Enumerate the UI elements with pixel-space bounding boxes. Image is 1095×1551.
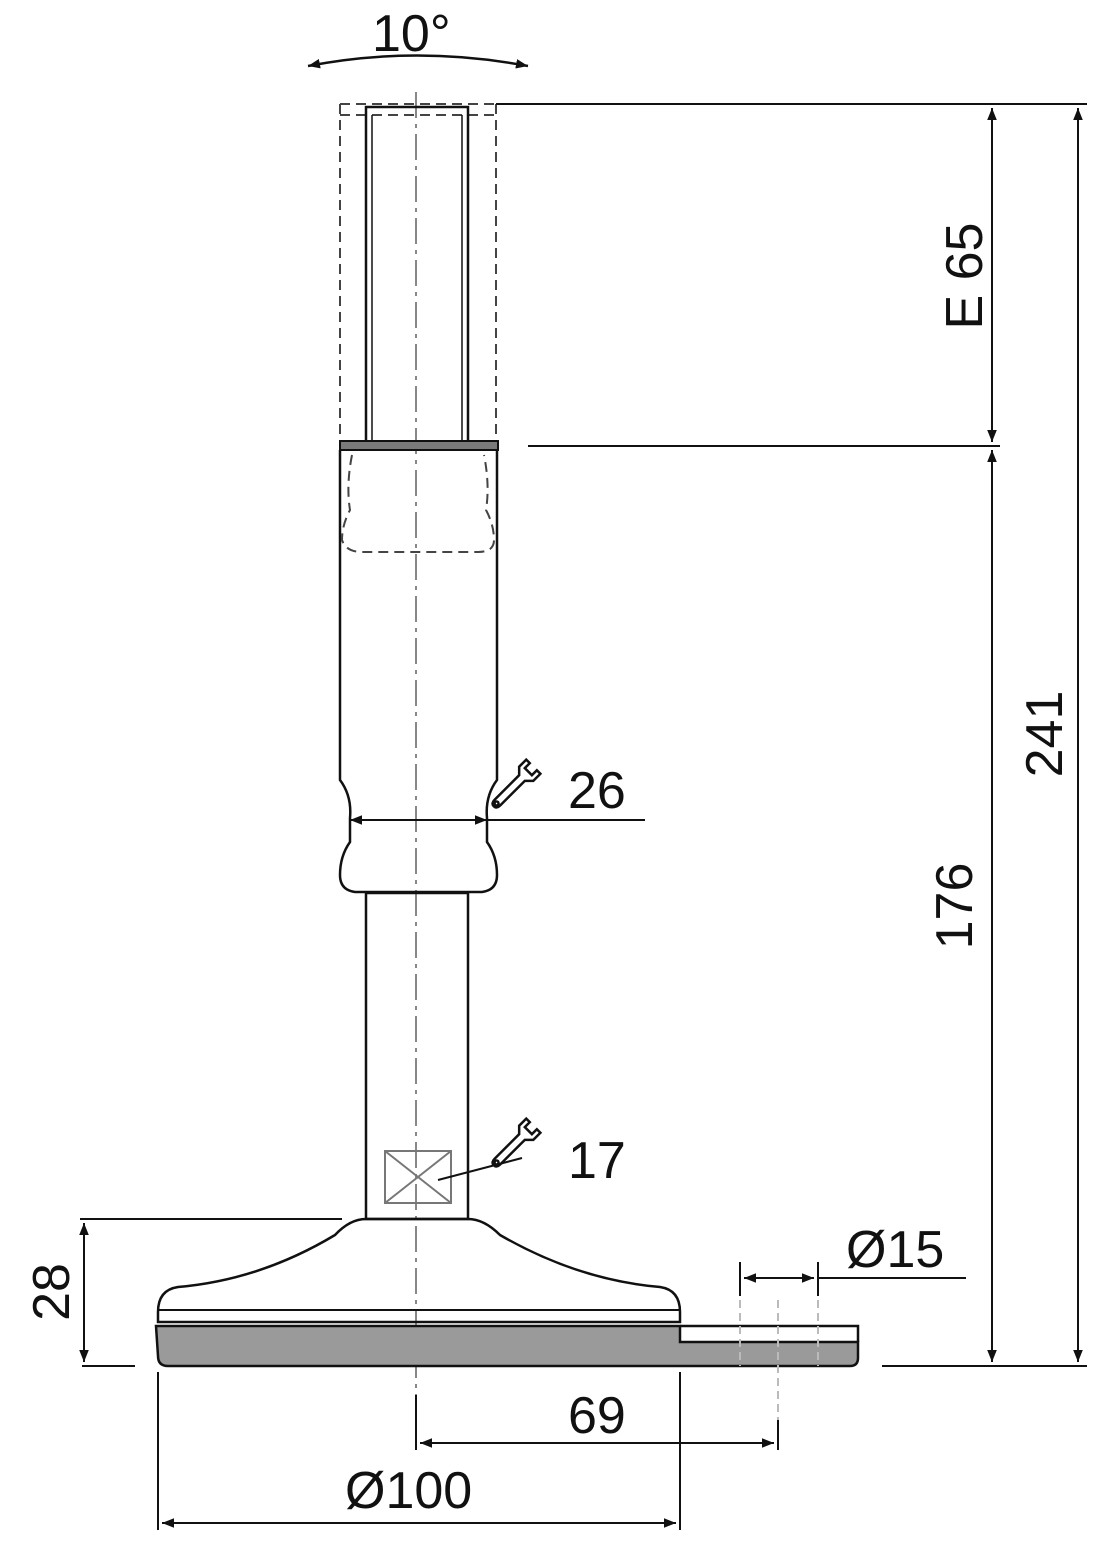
base-diameter-label: Ø100 — [345, 1462, 473, 1520]
wrench-icon — [491, 757, 543, 809]
base-height-label: 28 — [23, 1263, 81, 1321]
wrench-flat-17 — [384, 1150, 452, 1204]
upper-housing — [338, 450, 499, 894]
collar — [339, 440, 499, 451]
mounting-tab — [680, 1324, 860, 1342]
height-total-label: 241 — [1016, 690, 1074, 778]
wrench-icon — [491, 1116, 543, 1168]
mounting-hole-hidden — [739, 1300, 819, 1420]
tilt-arc — [307, 54, 529, 69]
wrench-26-label: 26 — [568, 762, 626, 820]
hole-diameter-label: Ø15 — [846, 1221, 945, 1279]
hole-offset-label: 69 — [568, 1387, 626, 1445]
tilt-label: 10° — [372, 5, 451, 63]
height-base-label: 176 — [926, 862, 984, 950]
wrench-17-label: 17 — [568, 1132, 626, 1190]
rubber-pad — [154, 1324, 860, 1368]
extension-hidden — [339, 103, 497, 440]
inner-socket-hidden — [340, 454, 496, 553]
extension-label: E 65 — [936, 222, 994, 330]
base-dome — [156, 1217, 682, 1324]
